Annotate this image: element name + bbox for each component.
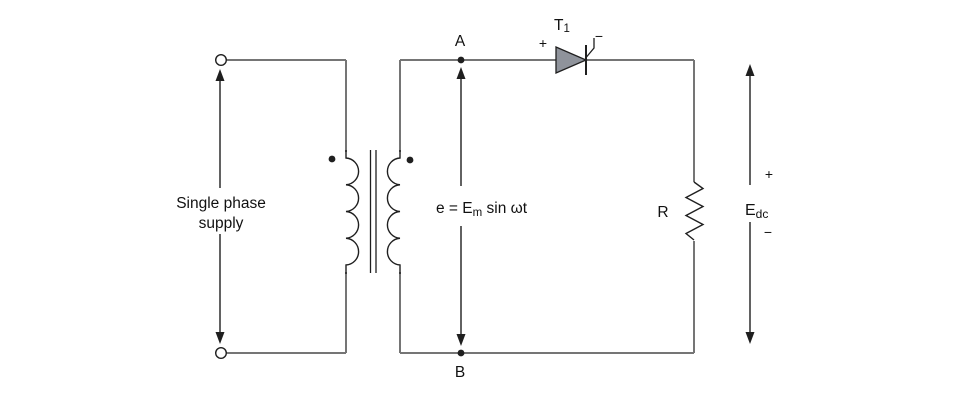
transformer-primary-coil bbox=[345, 150, 360, 274]
arrow-up-icon bbox=[456, 67, 466, 79]
supply-terminal-top-icon bbox=[214, 54, 227, 67]
transformer-secondary-coil bbox=[386, 150, 401, 274]
thyristor-subscript: 1 bbox=[563, 23, 569, 35]
arrow-down-icon bbox=[456, 334, 466, 346]
polarity-dot-secondary-icon bbox=[406, 156, 414, 164]
transformer-symbol bbox=[345, 150, 401, 274]
thyristor-gate-lead-icon bbox=[586, 38, 595, 58]
arrow-down-icon bbox=[745, 332, 755, 344]
supply-voltage-arrow bbox=[215, 69, 225, 344]
thyristor-symbol bbox=[555, 38, 595, 75]
arrow-up-icon bbox=[745, 64, 755, 76]
thyristor-anode-plus-sign: + bbox=[539, 35, 547, 51]
emf-subscript: m bbox=[473, 207, 483, 219]
resistor-label: R bbox=[657, 204, 668, 221]
node-a-dot-icon bbox=[457, 56, 465, 64]
thyristor-anode-triangle-icon bbox=[555, 46, 588, 74]
node-b-dot-icon bbox=[457, 349, 465, 357]
thyristor-cathode-minus-sign: − bbox=[595, 28, 603, 44]
output-voltage-arrow bbox=[745, 64, 755, 344]
supply-terminal-bottom-icon bbox=[214, 347, 227, 360]
arrow-down-icon bbox=[215, 332, 225, 344]
node-b-label: B bbox=[455, 364, 465, 381]
edc-letter: E bbox=[745, 202, 756, 219]
output-plus-sign: + bbox=[765, 166, 773, 182]
emf-prefix: e = E bbox=[436, 200, 473, 217]
output-voltage-label: Edc bbox=[745, 202, 768, 221]
supply-label-line2: supply bbox=[199, 215, 244, 232]
arrow-up-icon bbox=[215, 69, 225, 81]
supply-label-line1: Single phase bbox=[176, 195, 266, 212]
edc-subscript: dc bbox=[756, 207, 769, 221]
polarity-dot-primary-icon bbox=[328, 155, 336, 163]
secondary-emf-arrow bbox=[456, 67, 466, 346]
resistor-zigzag-icon bbox=[684, 181, 705, 241]
supply-terminals bbox=[214, 54, 227, 360]
thyristor-letter: T bbox=[554, 17, 564, 34]
emf-suffix: sin ωt bbox=[482, 200, 528, 217]
emf-equation-label: e = Em sin ωt bbox=[436, 200, 528, 219]
output-minus-sign: − bbox=[764, 224, 772, 240]
thyristor-label: T1 bbox=[554, 17, 570, 35]
node-dots bbox=[457, 56, 465, 357]
node-a-label: A bbox=[455, 33, 466, 50]
circuit-wires bbox=[227, 59, 695, 354]
transformer-polarity-dots bbox=[328, 155, 414, 164]
